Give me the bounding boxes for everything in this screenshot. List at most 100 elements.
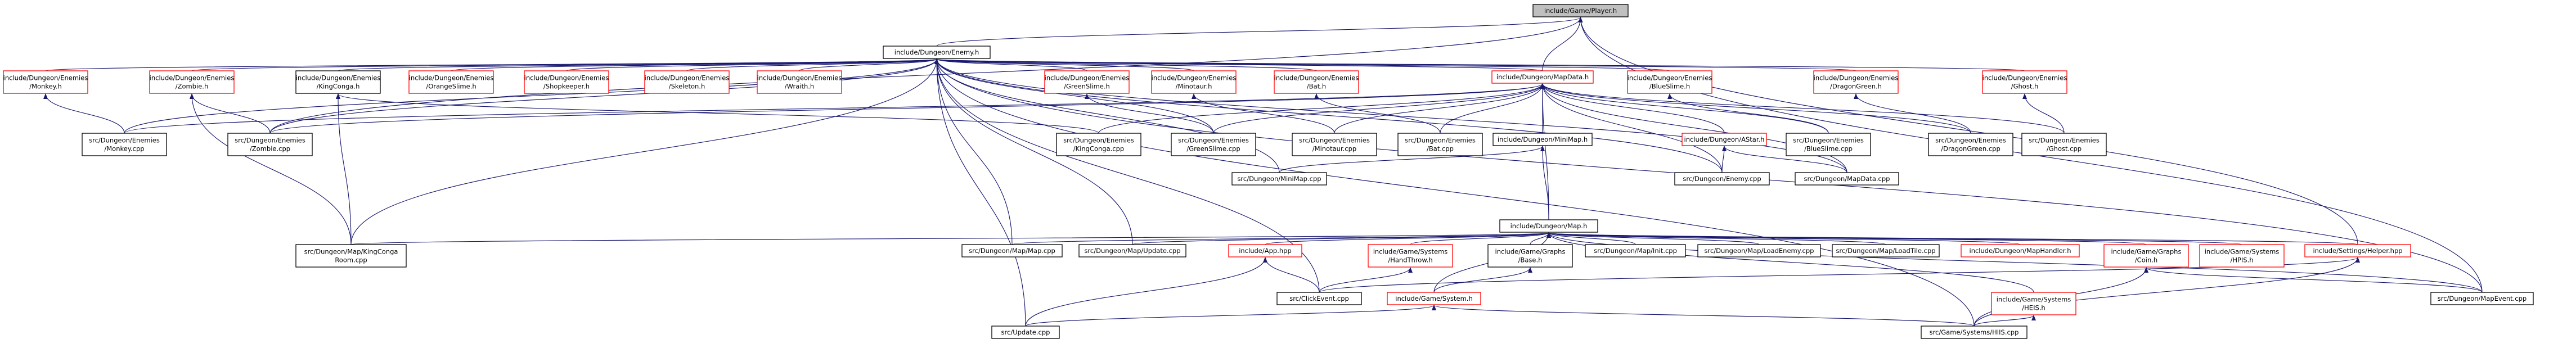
node-box[interactable]: [1682, 133, 1767, 146]
node-system-h[interactable]: include/Game/System.h: [1387, 292, 1481, 305]
node-box[interactable]: [2103, 244, 2189, 268]
node-kingconga-h[interactable]: include/Dungeon/Enemies/KingConga.h: [295, 70, 381, 94]
node-box[interactable]: [1921, 326, 2027, 339]
node-box[interactable]: [1487, 244, 1573, 268]
node-settings-hpp[interactable]: include/Settings/Helper.hpp: [2304, 244, 2411, 257]
node-mapdata-cpp[interactable]: src/Dungeon/MapData.cpp: [1795, 172, 1899, 186]
node-box[interactable]: [1276, 292, 1362, 305]
node-box[interactable]: [1231, 172, 1327, 186]
node-box[interactable]: [1397, 133, 1483, 156]
node-box[interactable]: [1499, 219, 1598, 233]
node-box[interactable]: [1078, 244, 1186, 257]
node-enemy-cpp[interactable]: src/Dungeon/Enemy.cpp: [1674, 172, 1770, 186]
node-box[interactable]: [757, 70, 842, 94]
node-enemy[interactable]: include/Dungeon/Enemy.h: [883, 46, 991, 59]
node-monkey-h[interactable]: include/Dungeon/Enemies/Monkey.h: [3, 70, 88, 94]
node-monkey-cpp[interactable]: src/Dungeon/Enemies/Monkey.cpp: [82, 133, 167, 156]
node-blueslime-h[interactable]: include/Dungeon/Enemies/BlueSlime.h: [1627, 70, 1712, 94]
node-box[interactable]: [524, 70, 609, 94]
node-box[interactable]: [295, 70, 381, 94]
node-ghost-h[interactable]: include/Dungeon/Enemies/Ghost.h: [1982, 70, 2067, 94]
node-loadenemy-cpp[interactable]: src/Dungeon/Map/LoadEnemy.cpp: [1697, 244, 1821, 257]
node-box[interactable]: [1627, 70, 1712, 94]
node-box[interactable]: [1786, 133, 1871, 156]
node-handthrow-h[interactable]: include/Game/Systems/HandThrow.h: [1368, 244, 1453, 268]
node-maphandler-h[interactable]: include/Dungeon/MapHandler.h: [1961, 244, 2080, 257]
node-box[interactable]: [3, 70, 88, 94]
node-box[interactable]: [1795, 172, 1899, 186]
node-zombie-cpp[interactable]: src/Dungeon/Enemies/Zombie.cpp: [227, 133, 313, 156]
node-map-h[interactable]: include/Dungeon/Map.h: [1499, 219, 1598, 233]
node-orangeslime-h[interactable]: include/Dungeon/Enemies/OrangeSlime.h: [408, 70, 494, 94]
node-box[interactable]: [2199, 244, 2285, 268]
node-mapdata-h[interactable]: include/Dungeon/MapData.h: [1491, 70, 1594, 84]
node-shopkeeper-h[interactable]: include/Dungeon/Enemies/Shopkeeper.h: [524, 70, 609, 94]
node-minotaur-h[interactable]: include/Dungeon/Enemies/Minotaur.h: [1151, 70, 1237, 94]
node-box[interactable]: [1982, 70, 2067, 94]
node-box[interactable]: [227, 133, 313, 156]
node-box[interactable]: [1044, 70, 1130, 94]
node-skeleton-h[interactable]: include/Dungeon/Enemies/Skeleton.h: [644, 70, 730, 94]
node-box[interactable]: [2304, 244, 2411, 257]
node-box[interactable]: [1056, 133, 1141, 156]
node-box[interactable]: [1492, 133, 1593, 146]
node-dragongreen-cpp[interactable]: src/Dungeon/Enemies/DragonGreen.cpp: [1928, 133, 2013, 156]
node-mapevent-cpp[interactable]: src/Dungeon/MapEvent.cpp: [2430, 292, 2534, 305]
node-greenslime-cpp[interactable]: src/Dungeon/Enemies/GreenSlime.cpp: [1171, 133, 1256, 156]
node-box[interactable]: [1832, 244, 1940, 257]
node-box[interactable]: [961, 244, 1063, 257]
node-box[interactable]: [82, 133, 167, 156]
node-box[interactable]: [1928, 133, 2013, 156]
node-box[interactable]: [1171, 133, 1256, 156]
node-box[interactable]: [1491, 70, 1594, 84]
node-hpis-h[interactable]: include/Game/Systems/HPIS.h: [2199, 244, 2285, 268]
node-box[interactable]: [1697, 244, 1821, 257]
node-bat-cpp[interactable]: src/Dungeon/Enemies/Bat.cpp: [1397, 133, 1483, 156]
node-coin-h[interactable]: include/Game/Graphs/Coin.h: [2103, 244, 2189, 268]
node-mapupdate-cpp[interactable]: src/Dungeon/Map/Update.cpp: [1078, 244, 1186, 257]
node-player[interactable]: include/Game/Player.h: [1532, 4, 1629, 17]
node-astar-h[interactable]: include/Dungeon/AStar.h: [1682, 133, 1767, 146]
node-app-hpp[interactable]: include/App.hpp: [1228, 244, 1302, 257]
node-box[interactable]: [1674, 172, 1770, 186]
node-graphsbase-h[interactable]: include/Game/Graphs/Base.h: [1487, 244, 1573, 268]
node-kingconga-cpp[interactable]: src/Dungeon/Enemies/KingConga.cpp: [1056, 133, 1141, 156]
node-greenslime-h[interactable]: include/Dungeon/Enemies/GreenSlime.h: [1044, 70, 1130, 94]
node-box[interactable]: [1292, 133, 1377, 156]
node-hiis-cpp[interactable]: src/Game/Systems/HIIS.cpp: [1921, 326, 2027, 339]
node-box[interactable]: [991, 326, 1060, 339]
node-box[interactable]: [2430, 292, 2534, 305]
node-box[interactable]: [1387, 292, 1481, 305]
node-mapmap-cpp[interactable]: src/Dungeon/Map/Map.cpp: [961, 244, 1063, 257]
node-box[interactable]: [1961, 244, 2080, 257]
node-box[interactable]: [1532, 4, 1629, 17]
node-box[interactable]: [883, 46, 991, 59]
node-zombie-h[interactable]: include/Dungeon/Enemies/Zombie.h: [149, 70, 235, 94]
node-box[interactable]: [644, 70, 730, 94]
node-box[interactable]: [1228, 244, 1302, 257]
node-box[interactable]: [1274, 70, 1359, 94]
node-box[interactable]: [1813, 70, 1899, 94]
node-heis-h[interactable]: include/Game/Systems/HEIS.h: [1991, 292, 2076, 315]
node-wraith-h[interactable]: include/Dungeon/Enemies/Wraith.h: [757, 70, 842, 94]
node-minimap-h[interactable]: include/Dungeon/MiniMap.h: [1492, 133, 1593, 146]
node-ghost-cpp[interactable]: src/Dungeon/Enemies/Ghost.cpp: [2021, 133, 2107, 156]
node-dragongreen-h[interactable]: include/Dungeon/Enemies/DragonGreen.h: [1813, 70, 1899, 94]
node-clickevent-cpp[interactable]: src/ClickEvent.cpp: [1276, 292, 1362, 305]
node-bat-h[interactable]: include/Dungeon/Enemies/Bat.h: [1274, 70, 1359, 94]
node-minotaur-cpp[interactable]: src/Dungeon/Enemies/Minotaur.cpp: [1292, 133, 1377, 156]
node-box[interactable]: [149, 70, 235, 94]
node-box[interactable]: [1368, 244, 1453, 268]
node-minimap-cpp[interactable]: src/Dungeon/MiniMap.cpp: [1231, 172, 1327, 186]
node-loadtile-cpp[interactable]: src/Dungeon/Map/LoadTile.cpp: [1832, 244, 1940, 257]
node-box[interactable]: [1585, 244, 1686, 257]
node-mapinit-cpp[interactable]: src/Dungeon/Map/Init.cpp: [1585, 244, 1686, 257]
node-box[interactable]: [1151, 70, 1237, 94]
node-box[interactable]: [408, 70, 494, 94]
node-update-cpp[interactable]: src/Update.cpp: [991, 326, 1060, 339]
node-box[interactable]: [295, 244, 407, 268]
node-box[interactable]: [1991, 292, 2076, 315]
node-box[interactable]: [2021, 133, 2107, 156]
node-blueslime-cpp[interactable]: src/Dungeon/Enemies/BlueSlime.cpp: [1786, 133, 1871, 156]
